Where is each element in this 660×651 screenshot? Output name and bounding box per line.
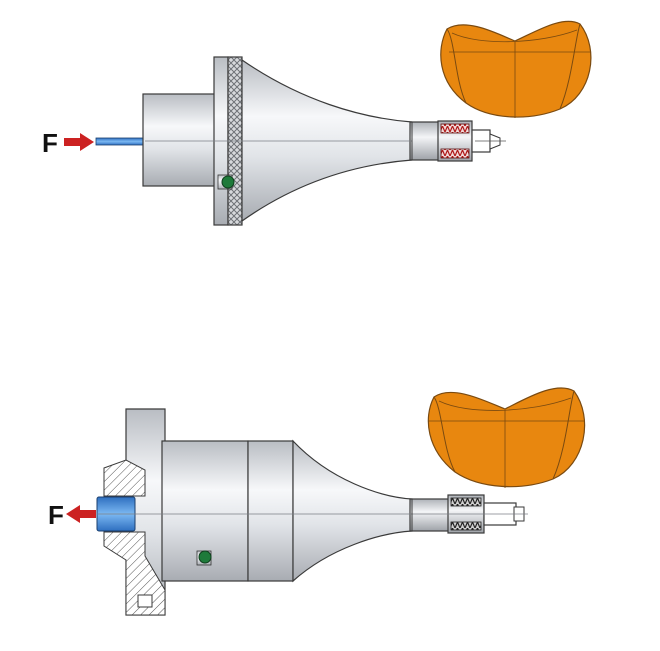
thread-upper-bottom (450, 497, 482, 507)
hatched-wall-lower (103, 531, 166, 616)
force-label-bottom: F (48, 500, 64, 530)
force-label-top: F (42, 128, 58, 158)
workpiece-bottom (427, 387, 586, 488)
force-arrow-right-icon (64, 133, 94, 151)
horn-shaft-bottom (409, 498, 451, 532)
housing-slot (137, 594, 153, 608)
horn-shaft (409, 121, 441, 161)
horn-taper (241, 58, 413, 223)
thread-lower-bottom (450, 521, 482, 531)
locating-pin-icon-bottom (196, 550, 212, 566)
thread-lower (440, 148, 470, 159)
tip-point (489, 133, 501, 150)
rear-body (142, 93, 217, 187)
top-assembly: F (42, 20, 592, 226)
second-body (247, 440, 294, 582)
force-arrow-left-icon (66, 505, 96, 523)
workpiece-top (440, 20, 592, 118)
hatched-wall-upper (103, 459, 146, 497)
horn-taper-bottom (292, 439, 413, 583)
locating-pin-icon (217, 174, 235, 190)
bottom-assembly: F (48, 387, 586, 616)
thread-upper (440, 123, 470, 134)
push-rod (95, 137, 145, 146)
